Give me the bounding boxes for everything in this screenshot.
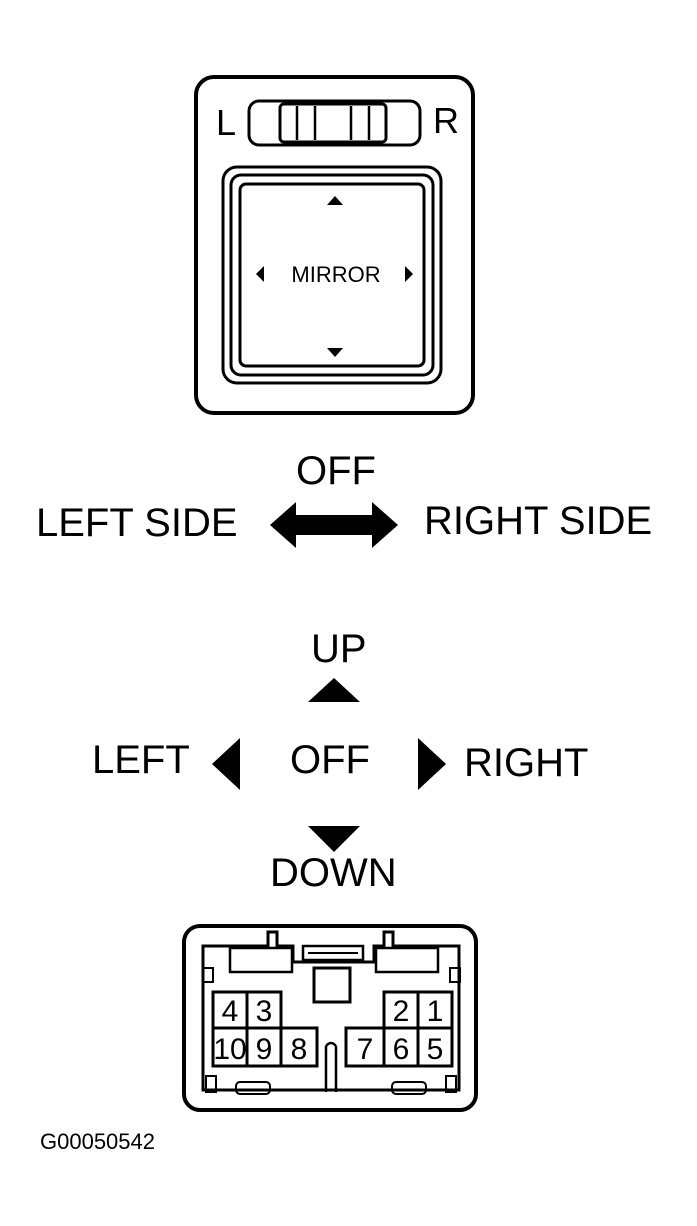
double-headed-arrow-icon bbox=[270, 502, 398, 548]
pin-number: 5 bbox=[427, 1033, 444, 1066]
figure-id: G00050542 bbox=[40, 1129, 155, 1154]
selector-left-side-label: LEFT SIDE bbox=[36, 501, 238, 545]
mirror-adjust-pad bbox=[238, 182, 426, 368]
left-arrow-icon bbox=[212, 738, 240, 790]
selector-slider-knob bbox=[278, 102, 388, 144]
down-arrow-icon bbox=[308, 826, 360, 852]
selector-right-side-label: RIGHT SIDE bbox=[424, 499, 653, 543]
pin-number: 8 bbox=[291, 1033, 308, 1066]
direction-left-label: LEFT bbox=[92, 738, 190, 782]
direction-off-label: OFF bbox=[290, 738, 370, 782]
pin-cell bbox=[416, 1026, 454, 1068]
direction-right-label: RIGHT bbox=[464, 741, 589, 785]
pad-left-arrow-icon bbox=[256, 266, 264, 282]
right-arrow-icon bbox=[418, 738, 446, 790]
pin-number: 2 bbox=[393, 995, 410, 1028]
pin-number: 9 bbox=[256, 1033, 273, 1066]
direction-down-label: DOWN bbox=[270, 851, 397, 895]
pin-number: 1 bbox=[427, 995, 444, 1028]
connector-latch bbox=[301, 944, 365, 962]
pin-cell bbox=[279, 1026, 319, 1068]
pad-down-arrow-icon bbox=[327, 348, 343, 357]
direction-up-label: UP bbox=[311, 627, 367, 671]
pad-up-arrow-icon bbox=[327, 196, 343, 205]
pin-number: 7 bbox=[357, 1033, 374, 1066]
pin-number: 10 bbox=[213, 1033, 246, 1066]
mirror-switch-diagram: L R MIRROR bbox=[194, 75, 475, 415]
connector-diagram: 4 3 2 1 10 9 8 7 6 5 bbox=[182, 924, 478, 1112]
mirror-pad-label: MIRROR bbox=[291, 262, 380, 287]
switch-r-label: R bbox=[433, 100, 459, 141]
pad-right-arrow-icon bbox=[405, 266, 413, 282]
connector-key-slot bbox=[312, 966, 352, 1004]
switch-l-label: L bbox=[216, 102, 236, 143]
pin-number: 6 bbox=[393, 1033, 410, 1066]
up-arrow-icon bbox=[308, 678, 360, 702]
pin-number: 3 bbox=[256, 995, 273, 1028]
selector-off-label: OFF bbox=[296, 449, 376, 493]
pin-number: 4 bbox=[222, 995, 239, 1028]
